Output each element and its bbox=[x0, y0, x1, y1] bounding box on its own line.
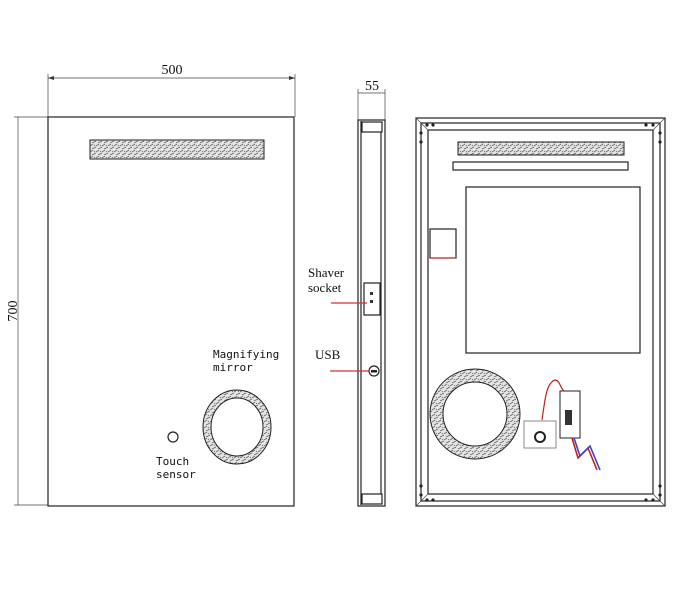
usb-label: USB bbox=[315, 347, 341, 362]
back-led-bar bbox=[457, 141, 625, 156]
back-view bbox=[415, 117, 666, 507]
top-cap bbox=[361, 121, 383, 133]
bottom-cap bbox=[361, 493, 383, 505]
touch-switch-module bbox=[523, 420, 557, 449]
width-dimension: 500 bbox=[162, 63, 183, 78]
touch-label-1: Touch bbox=[156, 455, 189, 468]
led-bracket bbox=[452, 161, 629, 171]
mounting-holes bbox=[419, 123, 662, 502]
shaver-label-1: Shaver bbox=[308, 265, 345, 280]
back-magnifier bbox=[442, 381, 508, 447]
side-view: 55 Shaver socket USB bbox=[308, 79, 386, 507]
shaver-label-2: socket bbox=[308, 280, 342, 295]
red-wire bbox=[541, 379, 565, 421]
power-wire-blue bbox=[573, 437, 601, 471]
front-view: 500 700 Magnifying mirror Touch sensor bbox=[6, 63, 296, 507]
driver-chip bbox=[565, 410, 572, 425]
socket-box bbox=[429, 228, 457, 259]
usb-slot bbox=[371, 370, 377, 373]
back-inner-frame bbox=[427, 129, 654, 495]
height-dimension: 700 bbox=[6, 301, 21, 322]
mirror-front-outline bbox=[47, 116, 295, 507]
socket-pin bbox=[370, 292, 373, 295]
depth-dimension: 55 bbox=[365, 79, 379, 94]
led-light-bar bbox=[89, 139, 265, 160]
heating-pad bbox=[465, 186, 641, 354]
side-outline bbox=[357, 119, 386, 507]
back-outline bbox=[415, 117, 666, 507]
magnifying-label-1: Magnifying bbox=[213, 348, 279, 361]
frame-corners bbox=[415, 117, 666, 507]
touch-sensor-icon bbox=[167, 431, 179, 443]
shaver-socket bbox=[363, 282, 381, 316]
magnifying-label-2: mirror bbox=[213, 361, 253, 374]
magnifying-mirror bbox=[210, 397, 264, 457]
touch-switch-button bbox=[534, 431, 546, 443]
socket-pin bbox=[370, 300, 373, 303]
back-frame bbox=[420, 122, 661, 502]
touch-label-2: sensor bbox=[156, 468, 196, 481]
